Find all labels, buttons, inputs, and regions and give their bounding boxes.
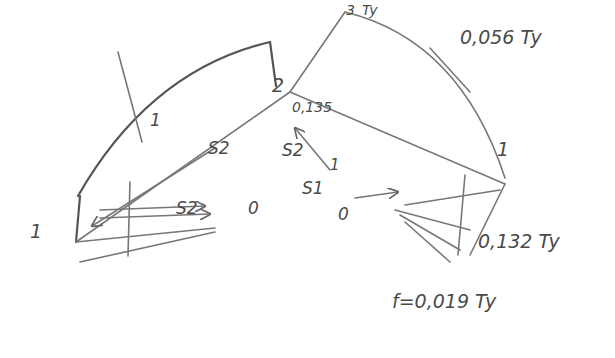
sketch-label: 0 [248, 200, 259, 217]
sketch-label: S1 [302, 180, 324, 197]
sketch-label: 1 [30, 222, 42, 241]
sketch-label: 0 [338, 206, 349, 223]
sketch-label: 0,132 Ty [478, 232, 560, 251]
sketch-label: 2 [272, 76, 284, 95]
sketch-label: 0,056 Ty [460, 28, 542, 47]
sketch-label: 1 [330, 158, 340, 173]
sketch-label: S2 [176, 200, 198, 217]
sketch-label: 0,135 [292, 100, 332, 114]
sketch-label: S2 [208, 140, 230, 157]
sketch-label: Ty [362, 3, 378, 17]
sketch-label: 3 [346, 3, 355, 17]
sketch-label: 1 [150, 112, 161, 129]
sketch-label: S2 [282, 142, 304, 159]
sketch-label: f=0,019 Ty [392, 292, 496, 311]
sketch-label: 1 [497, 140, 509, 159]
